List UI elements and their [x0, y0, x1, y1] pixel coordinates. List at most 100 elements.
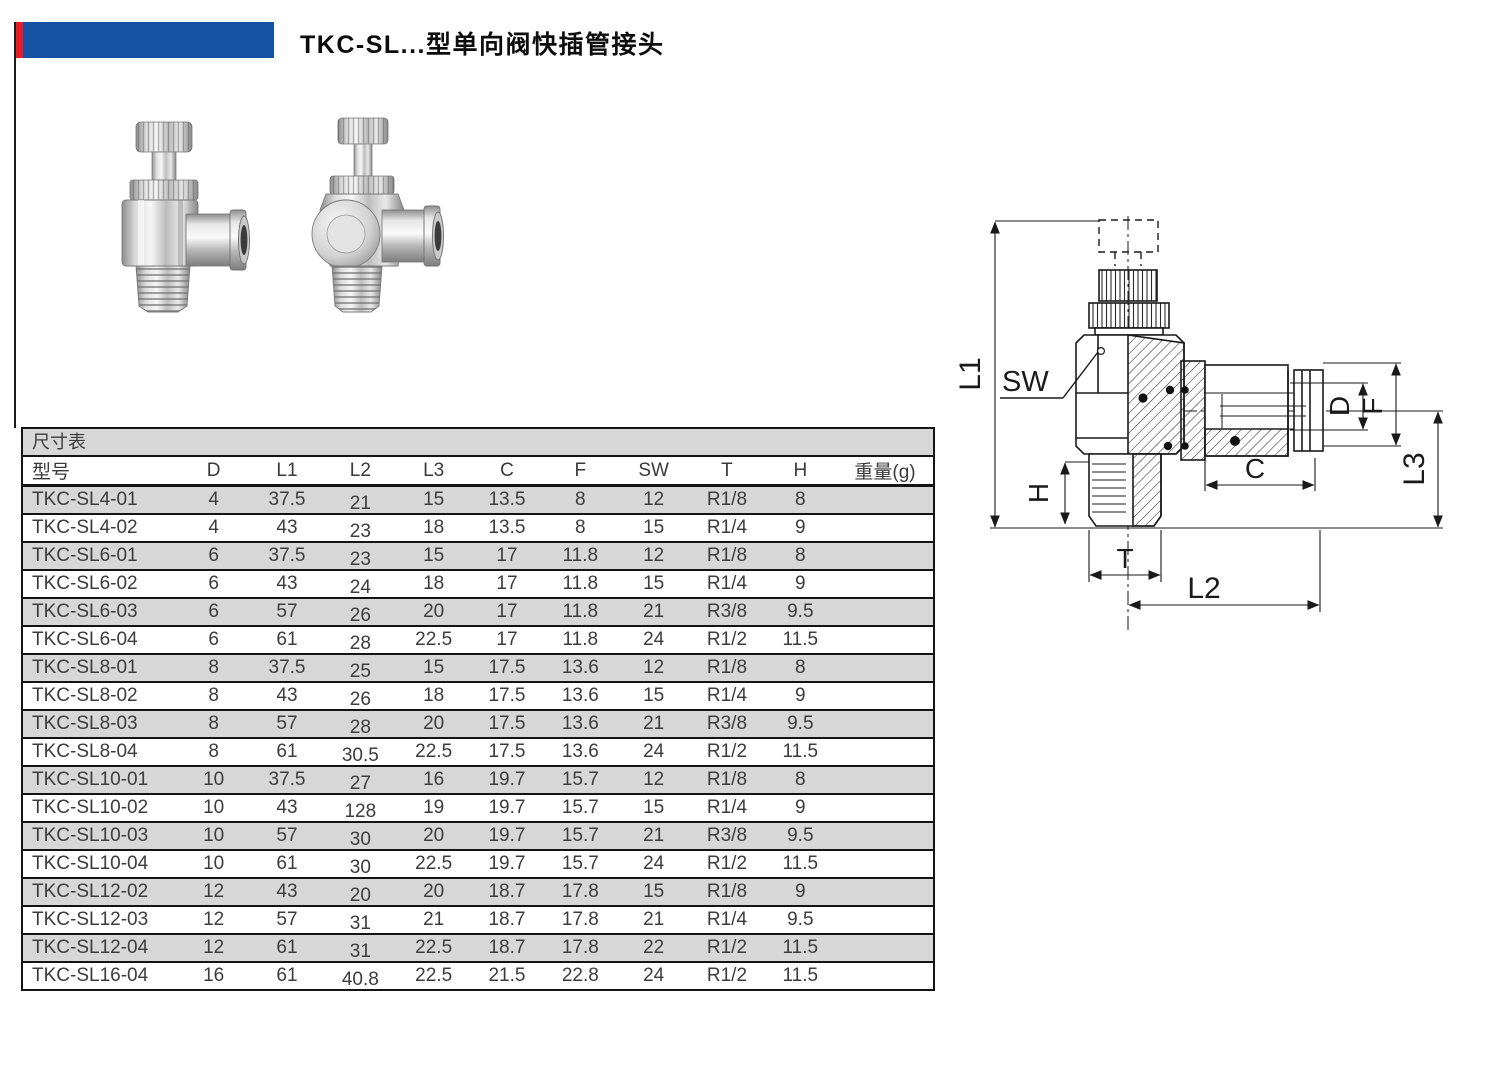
value-cell: R1/8 [706, 545, 748, 566]
value-cell: 11.5 [782, 853, 819, 874]
value-cell: 21 [643, 601, 665, 622]
value-cell: 24 [349, 577, 371, 598]
value-cell: 23 [349, 521, 371, 542]
value-cell [837, 626, 934, 654]
value-cell: 30.5 [341, 745, 379, 766]
value-cell: R1/4 [706, 517, 748, 538]
value-cell: 12 [203, 881, 225, 902]
value-cell [837, 850, 934, 878]
value-cell: 8 [795, 657, 806, 678]
value-cell [837, 878, 934, 906]
value-cell: 6 [208, 545, 219, 566]
phantom-knob-outline [1098, 219, 1159, 266]
value-cell: 17.8 [561, 909, 599, 930]
hex-body-section [1075, 334, 1185, 455]
value-cell: 17.5 [488, 685, 526, 706]
value-cell: R1/2 [706, 629, 748, 650]
dim-label-T: T [1116, 543, 1133, 574]
value-cell: 61 [276, 741, 298, 762]
value-cell [837, 962, 934, 990]
value-cell: R1/8 [706, 489, 748, 510]
value-cell: 30 [349, 857, 371, 878]
value-cell: 24 [643, 741, 665, 762]
dim-L3 [1328, 410, 1443, 528]
value-cell: 9 [795, 517, 806, 538]
fitting-knob [329, 117, 395, 195]
model-cell: TKC-SL6-04 [32, 629, 138, 650]
value-cell: 15.7 [561, 797, 599, 818]
red-accent-bar [16, 22, 23, 58]
knurled-knob [1088, 269, 1170, 336]
fitting-body [311, 193, 444, 269]
value-cell: 11.5 [782, 629, 819, 650]
dim-C [1204, 458, 1316, 491]
value-cell: 18.7 [488, 909, 526, 930]
value-cell: 15 [423, 657, 445, 678]
column-header-7: SW [616, 455, 691, 487]
value-cell: 21 [643, 825, 665, 846]
model-cell: TKC-SL6-02 [32, 573, 138, 594]
value-cell: 11.5 [782, 965, 819, 986]
value-cell: 13.6 [561, 741, 599, 762]
value-cell: 27 [349, 773, 371, 794]
model-cell: TKC-SL8-03 [32, 713, 138, 734]
value-cell: 12 [203, 909, 225, 930]
value-cell: 28 [349, 633, 371, 654]
value-cell: 20 [423, 713, 445, 734]
value-cell: 21 [643, 909, 665, 930]
value-cell: 10 [203, 853, 225, 874]
value-cell: 8 [208, 741, 219, 762]
value-cell [837, 738, 934, 766]
value-cell: 19.7 [488, 853, 526, 874]
value-cell: 43 [276, 881, 298, 902]
value-cell: 9 [795, 797, 806, 818]
value-cell: R1/8 [706, 769, 748, 790]
value-cell: 22 [643, 937, 665, 958]
value-cell: 9.5 [787, 713, 814, 734]
fitting-thread-stud [331, 265, 383, 313]
value-cell: 15 [643, 881, 665, 902]
value-cell: 12 [643, 769, 665, 790]
value-cell: 57 [276, 601, 298, 622]
model-cell: TKC-SL12-04 [32, 937, 149, 958]
fitting-body [121, 199, 250, 271]
column-header-0: 型号 [22, 455, 177, 487]
value-cell: 17.5 [488, 657, 526, 678]
model-cell: TKC-SL16-04 [32, 965, 149, 986]
value-cell: 16 [423, 769, 445, 790]
value-cell: 43 [276, 685, 298, 706]
value-cell: 11.8 [562, 601, 599, 622]
value-cell: 23 [349, 549, 371, 570]
value-cell: 9.5 [787, 909, 814, 930]
value-cell: 15 [643, 797, 665, 818]
value-cell [837, 682, 934, 710]
value-cell: 28 [349, 717, 371, 738]
value-cell: 25 [349, 661, 371, 682]
value-cell: 30 [349, 829, 371, 850]
value-cell: 20 [423, 825, 445, 846]
value-cell: 17.5 [488, 713, 526, 734]
value-cell: 18.7 [488, 881, 526, 902]
dim-label-L3: L3 [1398, 452, 1431, 485]
value-cell: 61 [276, 853, 298, 874]
value-cell: 21 [423, 909, 445, 930]
value-cell: 13.6 [561, 657, 599, 678]
value-cell: 17 [496, 545, 518, 566]
value-cell: 24 [643, 629, 665, 650]
model-cell: TKC-SL10-03 [32, 825, 149, 846]
value-cell: 61 [276, 965, 298, 986]
value-cell: 12 [643, 545, 665, 566]
value-cell: 21.5 [488, 965, 526, 986]
value-cell: 15 [423, 489, 445, 510]
value-cell: 22.5 [415, 965, 453, 986]
value-cell: 19.7 [488, 769, 526, 790]
blue-header-bar [23, 22, 274, 58]
